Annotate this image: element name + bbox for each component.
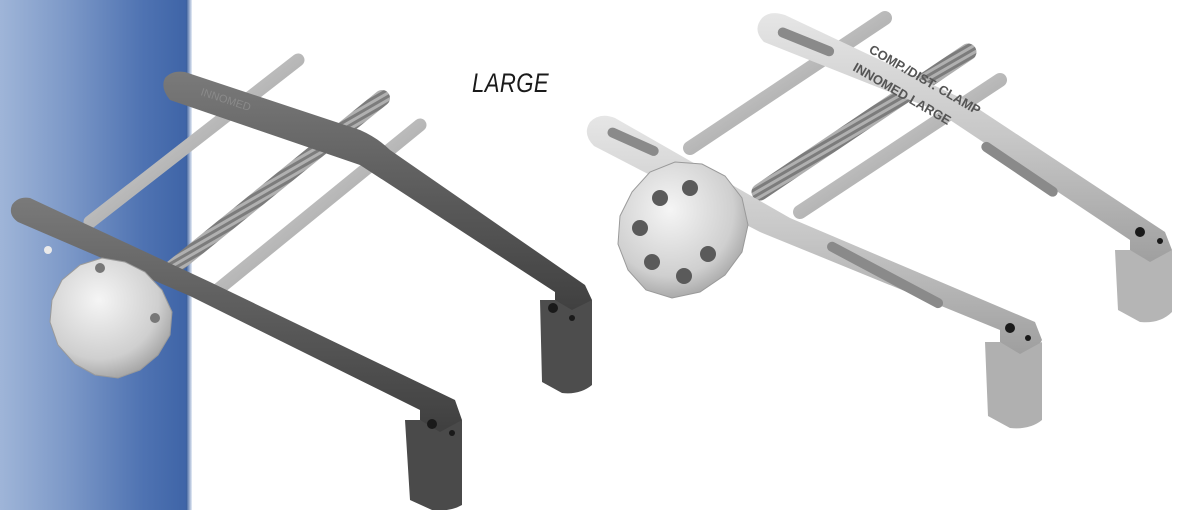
- silver-clamp-back-bar: [757, 13, 1172, 269]
- silver-clamp-knob-hole-4: [644, 254, 660, 270]
- dark-clamp-back-hole-small: [569, 315, 575, 321]
- silver-clamp-front-hole: [1005, 323, 1015, 333]
- dark-clamp-knob-hole-1: [95, 263, 105, 273]
- dark-clamp-back-leg: [540, 300, 592, 394]
- silver-clamp-rod-back: [683, 11, 892, 155]
- silver-clamp-knob-hole-2: [682, 180, 698, 196]
- silver-clamp-back-hole: [1135, 227, 1145, 237]
- dark-clamp-front-hole: [427, 419, 437, 429]
- silver-clamp-back-slot-2: [981, 141, 1058, 197]
- silver-clamp: INNOMED LARGE COMP./DIST. CLAMP: [586, 11, 1172, 429]
- silver-clamp-threaded-rod: [751, 43, 977, 201]
- silver-clamp-back-leg: [1115, 250, 1172, 323]
- dark-clamp-back-hole: [548, 303, 558, 313]
- dark-clamp: INNOMED: [10, 53, 593, 510]
- dark-clamp-pin: [44, 246, 52, 254]
- dark-clamp-front-bar: [10, 197, 462, 436]
- silver-clamp-front-slot-2: [827, 241, 944, 309]
- dark-clamp-knob: [49, 257, 173, 379]
- dark-clamp-front-hole-small: [449, 430, 455, 436]
- dark-clamp-back-bar: [163, 71, 593, 319]
- dark-clamp-rod-back: [83, 53, 305, 229]
- size-label: LARGE: [472, 68, 550, 98]
- silver-clamp-knob-hole-6: [700, 246, 716, 262]
- silver-clamp-back-hole-small: [1157, 238, 1163, 244]
- silver-clamp-back-slot: [777, 27, 835, 57]
- silver-clamp-knob-hole-5: [676, 268, 692, 284]
- silver-clamp-front-slot: [607, 127, 659, 156]
- dark-clamp-knob-hole-2: [150, 313, 160, 323]
- silver-clamp-knob-hole-3: [632, 220, 648, 236]
- silver-clamp-front-hole-small: [1025, 335, 1031, 341]
- silver-clamp-front-leg: [985, 342, 1042, 429]
- silver-clamp-knob-hole-1: [652, 190, 668, 206]
- dark-clamp-front-leg: [405, 420, 462, 510]
